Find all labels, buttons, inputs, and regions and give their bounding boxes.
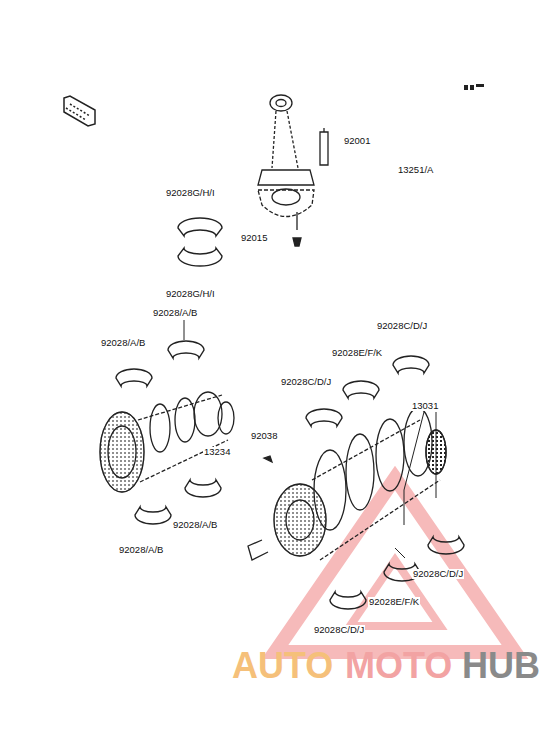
watermark-text: AUTO [232,648,333,684]
callout-number: 92028G/H/I [165,289,216,299]
callout-number: 13251/A [397,165,434,175]
callout-number: 92001 [343,136,371,146]
connecting-rod [258,95,328,246]
callout-number: 92028E/F/K [331,348,383,358]
callout-number: 92028C/D/J [313,625,365,635]
callout-number: 92038 [250,431,278,441]
balancer-shaft [100,392,272,492]
crankshaft [248,408,446,560]
callout-number: 92028/A/B [100,338,146,348]
leader-lines [184,320,436,558]
callout-number: 92028/A/B [152,308,198,318]
engine-icon [64,96,95,126]
ref-mark [464,84,484,90]
callout-number: 92028E/F/K [368,597,420,607]
callout-number: 92028G/H/I [165,188,216,198]
callout-number: 92028/A/B [172,520,218,530]
callout-number: 13031 [411,401,439,411]
callout-number: 92028/A/B [118,545,164,555]
watermark-text: HUB [462,648,540,684]
callout-number: 92028C/D/J [376,321,428,331]
callout-number: 92015 [240,233,268,243]
watermark-triangle [275,478,515,652]
bearing-shells [116,218,464,609]
callout-number: 92028C/D/J [280,377,332,387]
callout-number: 92028C/D/J [412,569,464,579]
watermark-text: MOTO [345,648,452,684]
callout-number: 13234 [203,447,231,457]
